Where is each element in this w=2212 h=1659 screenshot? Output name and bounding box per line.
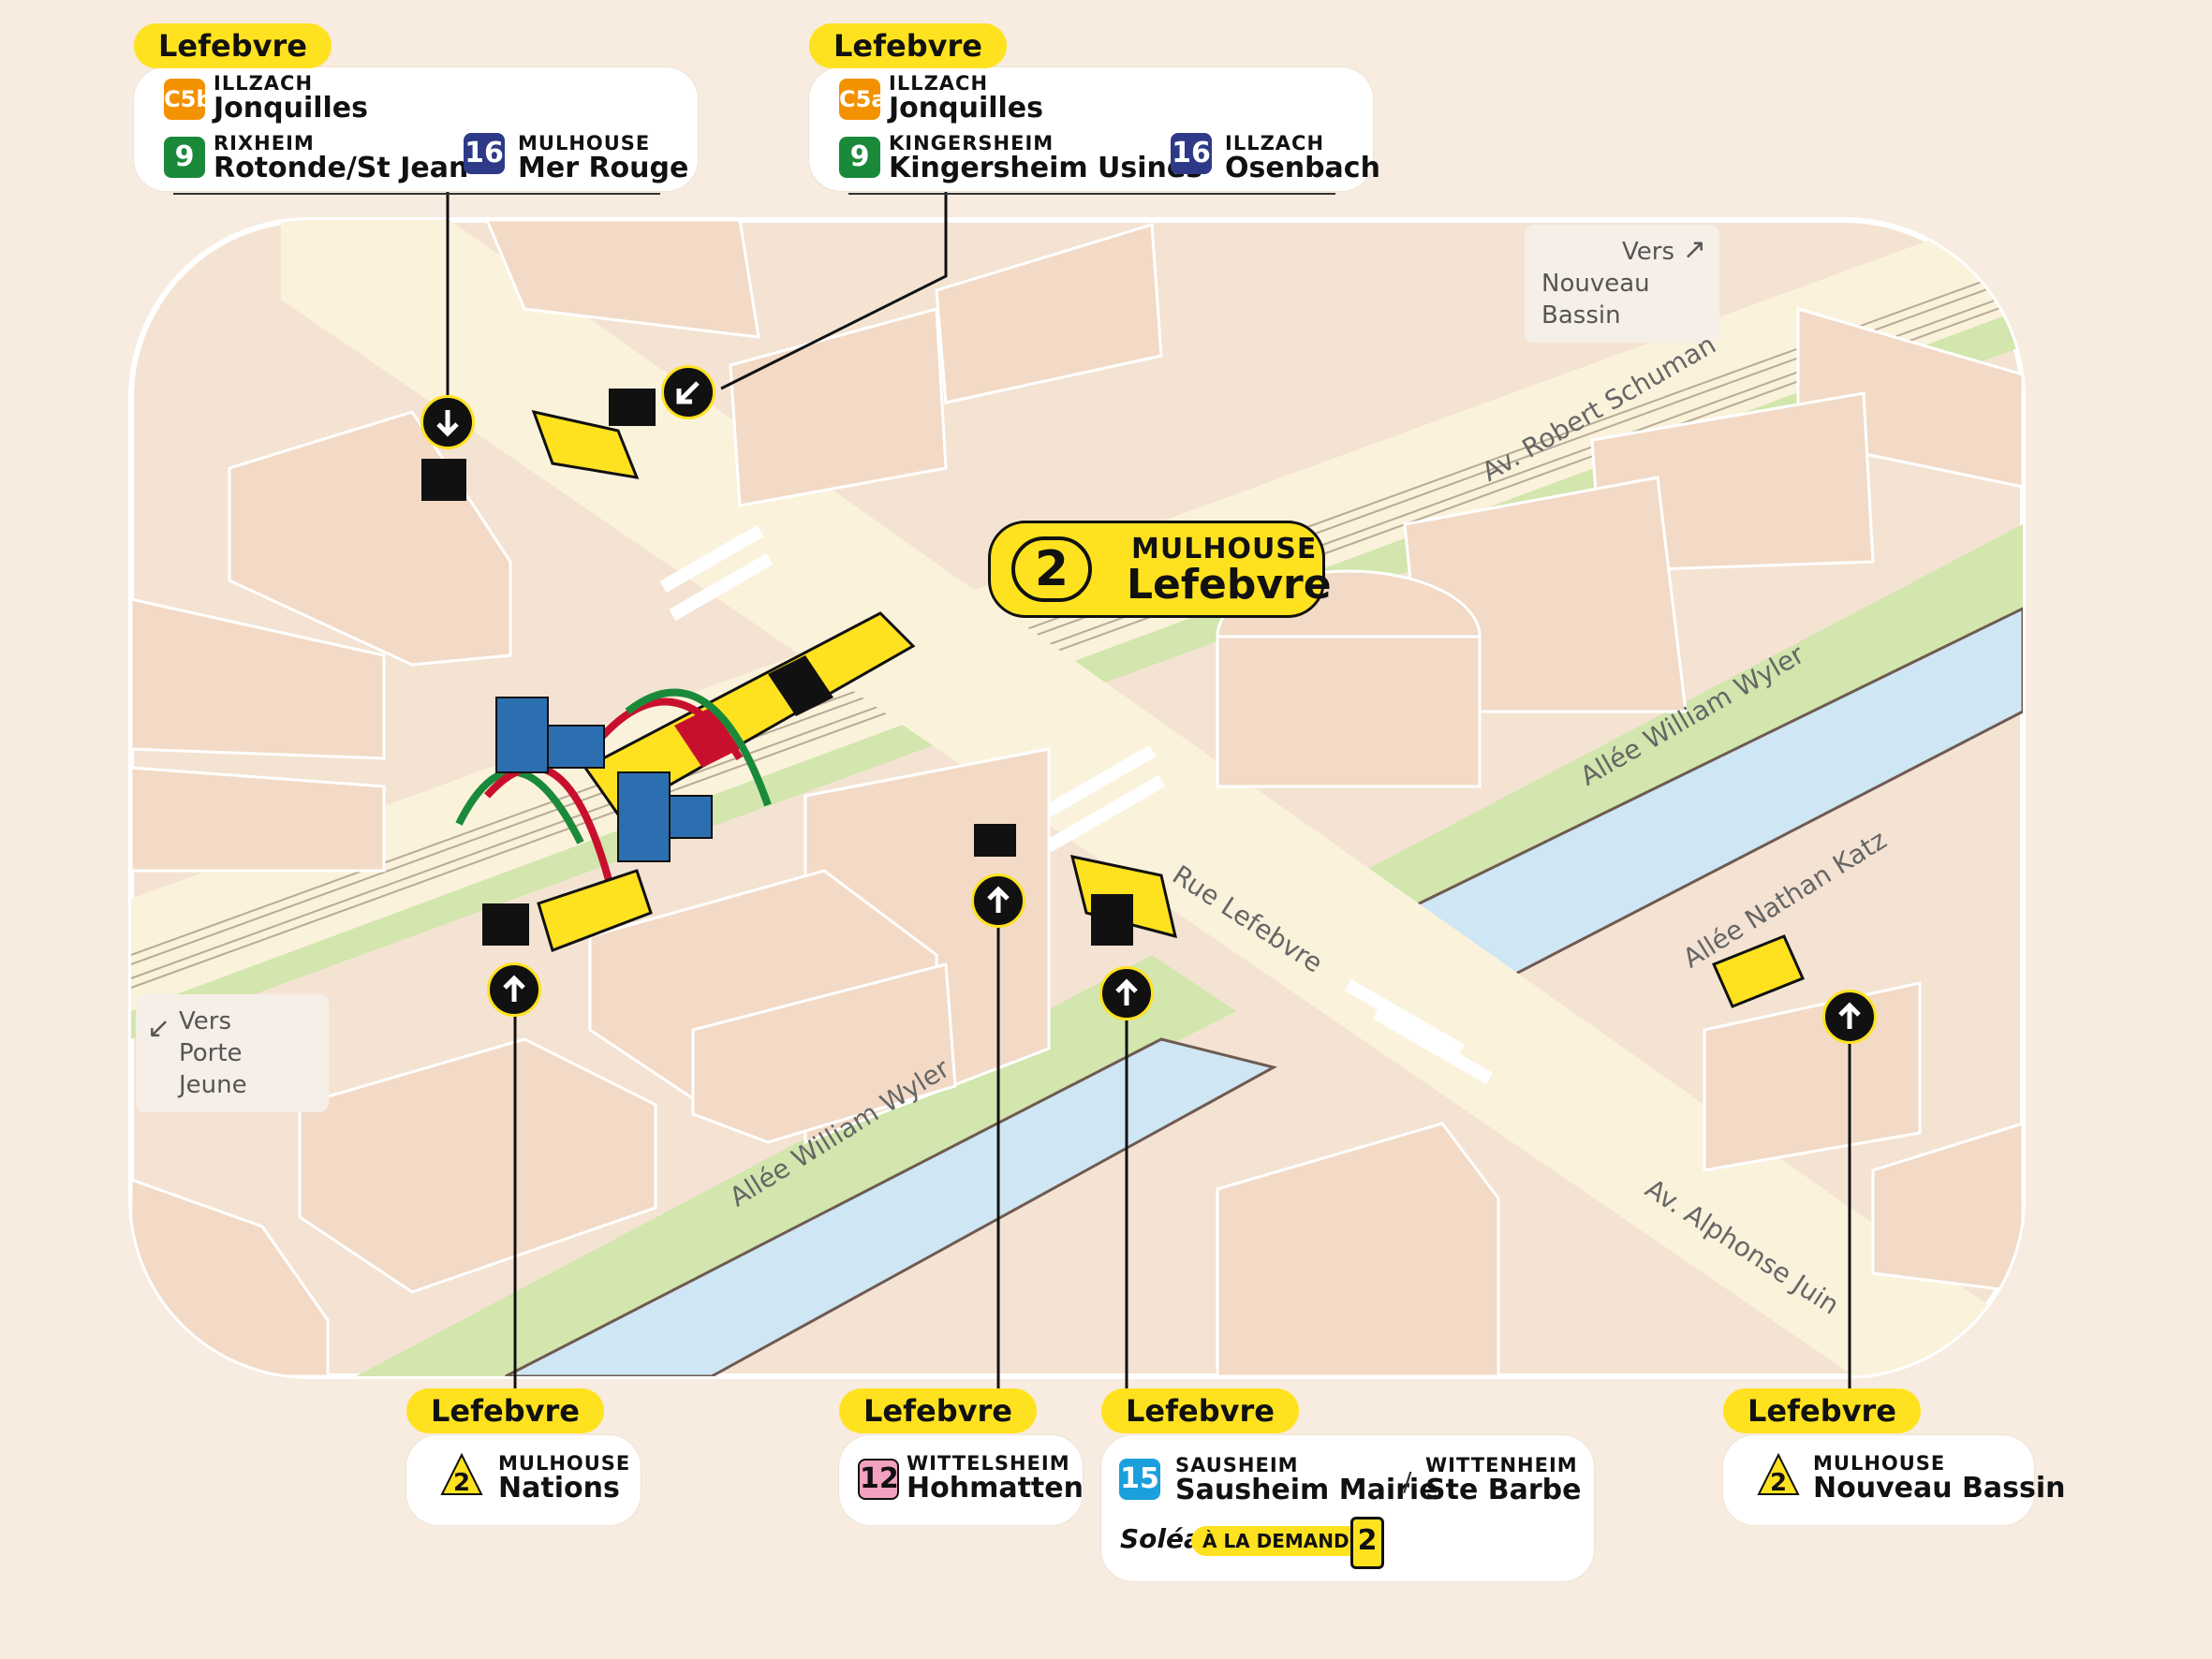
direction-nouveau-bassin: Vers Nouveau Bassin ↗	[1525, 225, 1719, 343]
tram-line-2-icon: 2	[440, 1453, 483, 1496]
destination-stop: Rotonde/St Jean	[214, 152, 469, 184]
destination-city: MULHOUSE	[498, 1452, 631, 1475]
destination-rixheim-rotonde: RIXHEIM Rotonde/St Jean	[214, 133, 468, 184]
destination-stop: Kingersheim Usines	[889, 152, 1203, 184]
destination-stop: Jonquilles	[214, 92, 369, 125]
destination-stop: Hohmatten	[907, 1472, 1084, 1505]
grass-park-right	[1311, 524, 2023, 964]
canal-left	[505, 1037, 1278, 1376]
stop-card-label: Lefebvre	[809, 23, 1007, 68]
line-badge-15: 15	[1119, 1459, 1160, 1500]
destination-wittenheim-ste-barbe: WITTENHEIM Ste Barbe	[1425, 1455, 1581, 1505]
bus-shelters	[421, 389, 1133, 946]
tram-line-2-number: 2	[1770, 1469, 1787, 1496]
main-stop-city: MULHOUSE	[1131, 533, 1318, 565]
line-badge-16: 16	[464, 133, 505, 174]
destination-city: MULHOUSE	[1813, 1452, 1946, 1475]
line-badge-12: 12	[858, 1459, 899, 1500]
on-demand-badge: À LA DEMANDE	[1191, 1526, 1374, 1556]
stop-card-label: Lefebvre	[1101, 1388, 1299, 1433]
leader-lines	[446, 192, 1851, 1390]
stop-card-top-left[interactable]	[134, 67, 698, 191]
arrow-up-right-icon: ↗	[1682, 233, 1706, 266]
destination-stop: Ste Barbe	[1425, 1474, 1582, 1506]
destination-stop: Jonquilles	[889, 92, 1044, 125]
destination-city: KINGERSHEIM	[889, 132, 1054, 154]
stop-card-bottom-nations[interactable]	[406, 1435, 641, 1525]
line-badge-9: 9	[164, 137, 205, 178]
card-underline	[173, 193, 660, 195]
crosswalks	[659, 524, 1494, 1085]
line-badge-c5a: C5a	[839, 79, 887, 120]
stop-marker-arrow-down-icon[interactable]	[420, 395, 475, 449]
stop-card-label: Lefebvre	[406, 1388, 604, 1433]
tram-line-2-icon: 2	[1757, 1453, 1800, 1496]
stop-card-top-right[interactable]	[809, 67, 1373, 191]
destination-stop: Osenbach	[1225, 152, 1380, 184]
destination-stop: Nations	[498, 1472, 620, 1505]
destination-separator: /	[1403, 1466, 1412, 1497]
stop-marker-arrow-up-icon[interactable]	[487, 962, 541, 1017]
destination-stop: Sausheim Mairie	[1175, 1474, 1438, 1506]
stop-marker-arrow-down-left-icon[interactable]	[661, 365, 715, 419]
destination-sausheim-mairie: SAUSHEIM Sausheim Mairie	[1175, 1455, 1438, 1505]
destination-wittelsheim-hohmatten: WITTELSHEIM Hohmatten	[907, 1453, 1084, 1504]
destination-city: WITTELSHEIM	[907, 1452, 1070, 1475]
vers-label: Vers	[179, 1007, 231, 1035]
destination-kingersheim-usines: KINGERSHEIM Kingersheim Usines	[889, 133, 1202, 184]
destination-city: ILLZACH	[214, 72, 314, 95]
road-cross	[281, 220, 2023, 1376]
stop-card-bottom-sausheim[interactable]	[1101, 1435, 1594, 1581]
direction-porte-jeune: Vers Porte Jeune ↙	[136, 994, 329, 1112]
destination-city: RIXHEIM	[214, 132, 315, 154]
stop-marker-arrow-up-icon[interactable]	[1822, 990, 1877, 1044]
destination-mulhouse-nouveau-bassin: MULHOUSE Nouveau Bassin	[1813, 1453, 2066, 1504]
destination-mulhouse-mer-rouge: MULHOUSE Mer Rouge	[518, 133, 688, 184]
buildings	[131, 220, 2023, 1376]
destination-stop: Mer Rouge	[518, 152, 689, 184]
line-badge-c5b: C5b	[164, 79, 213, 120]
tram-line-badge: 2	[1011, 536, 1092, 602]
tram-tracks	[131, 266, 2023, 989]
solea-logo: Soléa	[1120, 1523, 1202, 1554]
line-badge-9: 9	[839, 137, 880, 178]
destination-city: SAUSHEIM	[1175, 1454, 1299, 1476]
destination-illzach-jonquilles: ILLZACH Jonquilles	[214, 73, 368, 124]
arrow-down-left-icon: ↙	[147, 1012, 171, 1045]
stop-card-label: Lefebvre	[1723, 1388, 1921, 1433]
destination-illzach-osenbach: ILLZACH Osenbach	[1225, 133, 1380, 184]
vers-destination: Porte Jeune	[179, 1039, 247, 1099]
destination-city: WITTENHEIM	[1425, 1454, 1578, 1476]
destination-illzach-jonquilles: ILLZACH Jonquilles	[889, 73, 1043, 124]
vers-label: Vers	[1622, 238, 1674, 266]
line-badge-16: 16	[1171, 133, 1212, 174]
stop-card-label: Lefebvre	[839, 1388, 1037, 1433]
card-underline	[848, 193, 1335, 195]
destination-mulhouse-nations: MULHOUSE Nations	[498, 1453, 630, 1504]
stop-marker-arrow-up-icon[interactable]	[971, 874, 1025, 928]
main-stop-name: Lefebvre	[1127, 561, 1332, 609]
destination-city: ILLZACH	[889, 72, 989, 95]
destination-city: ILLZACH	[1225, 132, 1325, 154]
destination-city: MULHOUSE	[518, 132, 651, 154]
destination-stop: Nouveau Bassin	[1813, 1472, 2066, 1505]
phone-icon: 2	[1350, 1517, 1384, 1569]
tram-line-2-number: 2	[453, 1469, 470, 1496]
stop-marker-arrow-up-icon[interactable]	[1099, 966, 1154, 1020]
stop-card-label: Lefebvre	[134, 23, 332, 68]
vers-destination: Nouveau Bassin	[1541, 270, 1650, 330]
main-tram-stop-label[interactable]: 2 MULHOUSE Lefebvre	[988, 521, 1332, 618]
tram-shelters	[495, 697, 713, 862]
tram-vehicle	[582, 611, 916, 816]
